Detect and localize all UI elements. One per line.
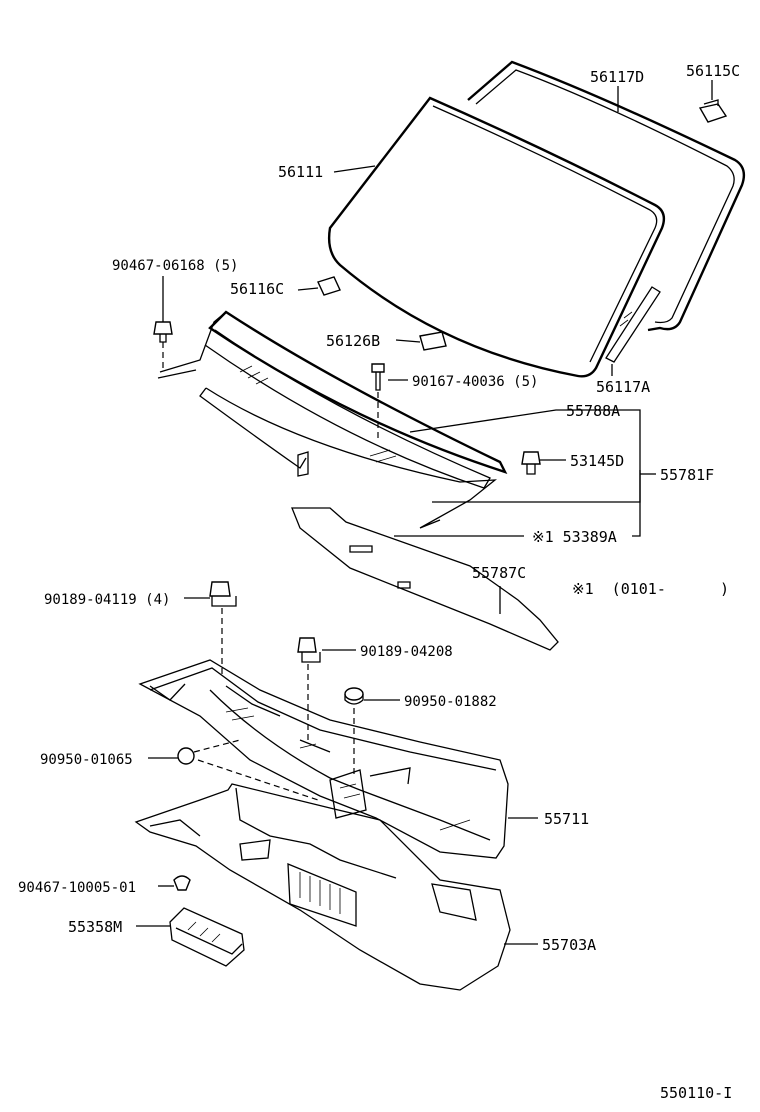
clip-90467-10005-01 [173,875,191,891]
label-53145d: 53145D [570,452,624,470]
clip-90467-06168 [153,321,173,368]
label-55788a: 55788A [566,402,620,420]
label-56117d: 56117D [590,68,644,86]
dash-panel-55703a [134,783,511,991]
label-53389a: ※1 53389A [532,528,617,546]
bolt-90167-40036 [371,363,385,440]
clip-56115c [698,99,728,123]
side-molding-strip [605,286,661,363]
label-90950-01065: 90950-01065 [40,752,133,768]
label-90189-04208: 90189-04208 [360,644,453,660]
label-55358m: 55358M [68,918,122,936]
cowl-louver [157,310,508,529]
label-55781f: 55781F [660,466,714,484]
label-56126b: 56126B [326,332,380,350]
label-note-1: ※1 (0101- ) [572,580,729,598]
windshield-glass [327,96,666,378]
label-90189-04119: 90189-04119 (4) [44,592,170,608]
label-56115c: 56115C [686,62,740,80]
label-56117a: 56117A [596,378,650,396]
clip-56116c [317,276,341,296]
label-90167-40036: 90167-40036 (5) [412,374,538,390]
plug-90950-01882 [344,687,364,776]
figure-id: 550110-I [660,1084,732,1102]
label-56116c: 56116C [230,280,284,298]
clip-90189-04119 [209,581,237,678]
label-90950-01882: 90950-01882 [404,694,497,710]
cowl-panel-55711 [138,659,509,859]
windshield-molding [467,60,746,332]
label-55711: 55711 [544,810,589,828]
plug-90950-01065 [177,739,319,801]
label-90467-06168: 90467-06168 (5) [112,258,238,274]
label-55703a: 55703A [542,936,596,954]
label-56111: 56111 [278,163,323,181]
clip-90189-04208 [297,637,321,740]
label-90467-10005-01: 90467-10005-01 [18,880,136,896]
label-55787c: 55787C [472,564,526,582]
seal-55787c [291,507,559,651]
leader-lines [136,80,713,945]
pad-56126b [419,331,447,351]
bracket-55358m [169,907,245,967]
clip-53145d [521,451,541,475]
